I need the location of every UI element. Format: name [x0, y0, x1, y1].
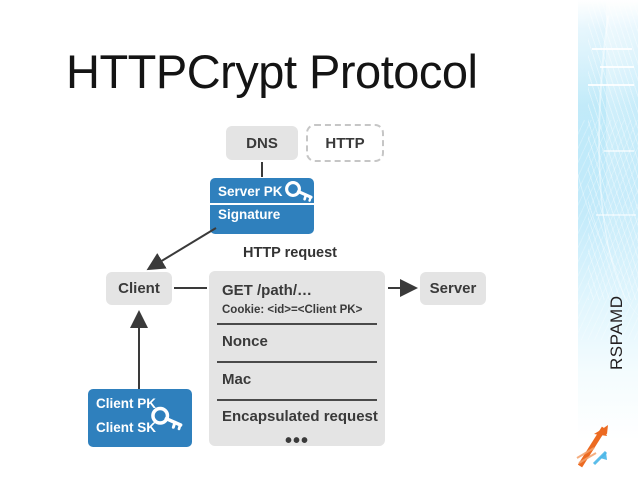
client-sk-label: Client SK	[96, 420, 157, 435]
client-to-packet-line	[174, 287, 207, 289]
server-pk-label: Server PK	[218, 184, 283, 199]
packet-section-title: Nonce	[222, 333, 268, 350]
client-box: Client	[106, 272, 172, 305]
page-title: HTTPCrypt Protocol	[66, 45, 478, 98]
server-key-block: Server PK Signature	[210, 178, 314, 234]
dns-box: DNS	[226, 126, 298, 160]
panel-glow	[578, 0, 638, 250]
server-box: Server	[420, 272, 486, 305]
client-label: Client	[118, 280, 160, 297]
key-icon	[151, 406, 183, 431]
packet-divider	[217, 399, 377, 401]
packet-section-title: Mac	[222, 371, 252, 388]
arrow-signature-to-client	[146, 227, 217, 271]
rspamd-logo-text: RSPAMD	[607, 295, 626, 370]
packet-section-title: Encapsulated request	[222, 408, 378, 425]
packet-divider	[217, 361, 377, 363]
signature-label: Signature	[218, 207, 281, 222]
packet-ellipsis: •••	[284, 430, 309, 446]
server-label: Server	[429, 280, 477, 297]
http-request-label: HTTP request	[243, 245, 338, 261]
packet-section-title: GET /path/…	[222, 282, 312, 299]
http-box: HTTP	[306, 124, 384, 162]
http-request-packet: GET /path/… Cookie: <id>=<Client PK> Non…	[209, 271, 385, 446]
dns-connector-line	[261, 162, 263, 177]
client-key-block: Client PK Client SK	[88, 389, 192, 447]
panel-streak	[600, 66, 634, 68]
panel-streak	[588, 84, 634, 86]
packet-divider	[217, 323, 377, 325]
arrow-packet-to-server	[388, 279, 418, 297]
panel-streak	[592, 48, 632, 50]
packet-section-subtitle: Cookie: <id>=<Client PK>	[222, 304, 363, 316]
decorative-side-panel	[578, 0, 638, 479]
key-icon	[285, 181, 313, 202]
panel-streak	[604, 150, 634, 152]
rspamd-logo-mark	[576, 425, 608, 468]
client-pk-label: Client PK	[96, 396, 157, 411]
arrow-client-keys-to-client	[130, 310, 148, 390]
panel-streak	[596, 214, 636, 216]
http-label: HTTP	[325, 134, 365, 152]
rspamd-logo: RSPAMD	[574, 296, 636, 472]
dns-label: DNS	[246, 134, 278, 152]
server-key-block-divider	[210, 203, 314, 205]
